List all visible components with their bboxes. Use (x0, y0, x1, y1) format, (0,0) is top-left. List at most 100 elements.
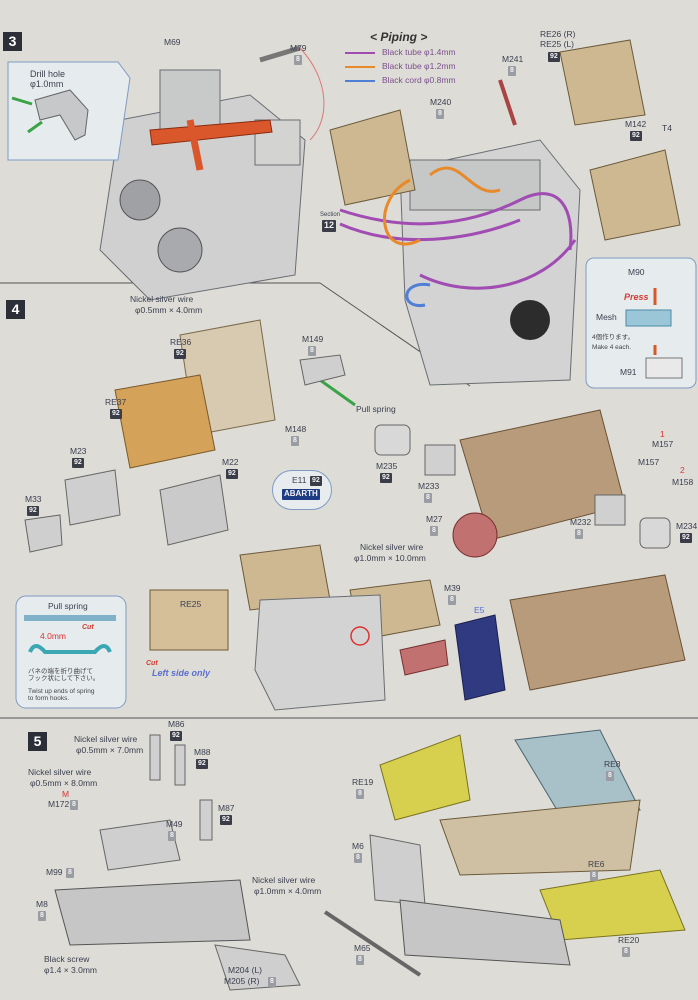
part-M204: M204 (L) (228, 965, 263, 975)
part-M99: M99 (46, 867, 63, 877)
part-RE6-badge: 8 (590, 871, 598, 881)
part-M87-badge: 92 (220, 815, 232, 825)
legend-item-1: Black tube φ1.4mm (382, 47, 456, 57)
part-M39-badge: 8 (448, 595, 456, 605)
part-M148: M148 (285, 424, 307, 434)
nickel-wire-c-size: φ1.0mm × 4.0mm (254, 886, 322, 896)
nickel-wire-top-size: φ0.5mm × 4.0mm (135, 305, 203, 315)
part-RE25-step4: RE25 (180, 599, 202, 609)
part-RE8-badge: 8 (606, 771, 614, 781)
part-M240-badge: 8 (436, 109, 444, 119)
step3-engine-right (329, 39, 681, 386)
part-T4: T4 (662, 123, 672, 133)
part-M65: M65 (354, 943, 371, 953)
part-M99-badge: 8 (66, 868, 74, 878)
step4-engine-assembly (149, 544, 686, 711)
part-M142: M142 (625, 119, 647, 129)
drill-hole-callout (7, 61, 131, 161)
part-M233: M233 (418, 481, 440, 491)
part-M204-badge: 8 (268, 977, 276, 987)
step-5-number: 5 (28, 732, 47, 751)
part-M157-a: M157 (652, 439, 674, 449)
part-RE-badge: 92 (548, 52, 560, 62)
inset-make4-en: Make 4 each. (592, 344, 632, 351)
part-RE20-badge: 8 (622, 947, 630, 957)
part-M234-badge: 92 (680, 533, 692, 543)
step3-engine-left (99, 45, 325, 301)
part-RE19-badge: 8 (356, 789, 364, 799)
part-M86-badge: 92 (170, 731, 182, 741)
part-M142-badge: 92 (630, 131, 642, 141)
part-RE20: RE20 (618, 935, 640, 945)
nickel-wire-mid: Nickel silver wire (360, 542, 424, 552)
part-M233-badge: 8 (424, 493, 432, 503)
part-M149-badge: 8 (308, 346, 316, 356)
nickel-wire-a: Nickel silver wire (74, 734, 138, 744)
nickel-wire-top: Nickel silver wire (130, 294, 194, 304)
part-RE8: RE8 (604, 759, 621, 769)
part-M205: M205 (R) (224, 976, 260, 986)
step-3-number: 3 (3, 32, 22, 51)
part-E5: E5 (474, 605, 485, 615)
part-M86: M86 (168, 719, 185, 729)
part-RE25: RE25 (L) (540, 39, 575, 49)
spring-box-cut-2: Cut (146, 660, 158, 667)
inset-M90: M90 (628, 267, 645, 277)
part-M232: M232 (570, 517, 592, 527)
inset-make4-jp: 4個作ります。 (592, 334, 634, 341)
part-M33: M33 (25, 494, 42, 504)
part-RE37: RE37 (105, 397, 127, 407)
part-E11: E11 (292, 475, 307, 485)
part-M148-badge: 8 (291, 436, 299, 446)
part-M87: M87 (218, 803, 235, 813)
part-RE36: RE36 (170, 337, 192, 347)
part-M235-badge: 92 (380, 473, 392, 483)
part-M241: M241 (502, 54, 524, 64)
part-M-small: M (62, 789, 70, 799)
nickel-wire-c: Nickel silver wire (252, 875, 316, 885)
part-M27: M27 (426, 514, 443, 524)
part-M22: M22 (222, 457, 239, 467)
left-side-only: Left side only (152, 668, 211, 678)
part-RE36-badge: 92 (174, 349, 186, 359)
black-screw-label: Black screw (44, 954, 90, 964)
abarth-decal: ABARTH (282, 489, 320, 500)
legend-item-3: Black cord φ0.8mm (382, 75, 456, 85)
pull-spring-label: Pull spring (356, 404, 396, 414)
drill-hole-label: Drill hole (30, 69, 66, 79)
inset-M91: M91 (620, 367, 637, 377)
part-M158: M158 (672, 477, 694, 487)
part-E11-badge: 92 (310, 476, 322, 486)
num-1: 1 (660, 429, 665, 439)
pull-spring-box (15, 595, 127, 709)
part-M8-badge: 8 (38, 911, 46, 921)
inset-press: Press (624, 292, 649, 302)
step-4-number: 4 (6, 300, 25, 319)
part-M241-badge: 8 (508, 66, 516, 76)
nickel-wire-mid-size: φ1.0mm × 10.0mm (354, 553, 426, 563)
part-M49: M49 (166, 819, 183, 829)
inset-mesh: Mesh (596, 312, 617, 322)
part-RE26: RE26 (R) (540, 29, 576, 39)
part-M88: M88 (194, 747, 211, 757)
part-RE19: RE19 (352, 777, 374, 787)
part-RE6: RE6 (588, 859, 605, 869)
step4-gearbox-parts (24, 319, 671, 558)
legend-swatch-2 (345, 66, 375, 68)
part-RE37-badge: 92 (110, 409, 122, 419)
part-M88-badge: 92 (196, 759, 208, 769)
part-M234: M234 (676, 521, 698, 531)
part-M27-badge: 8 (430, 526, 438, 536)
part-M6-badge: 8 (354, 853, 362, 863)
spring-box-title: Pull spring (48, 601, 88, 611)
part-M23: M23 (70, 446, 87, 456)
part-M8: M8 (36, 899, 48, 909)
part-M33-badge: 92 (27, 506, 39, 516)
section-number: 12 (322, 220, 337, 232)
num-2: 2 (680, 465, 685, 475)
nickel-wire-b: Nickel silver wire (28, 767, 92, 777)
spring-box-en: Twist up ends of spring to form hooks. (28, 688, 95, 703)
spring-box-jp: バネの端を折り曲げて フック状にして下さい。 (28, 668, 100, 683)
